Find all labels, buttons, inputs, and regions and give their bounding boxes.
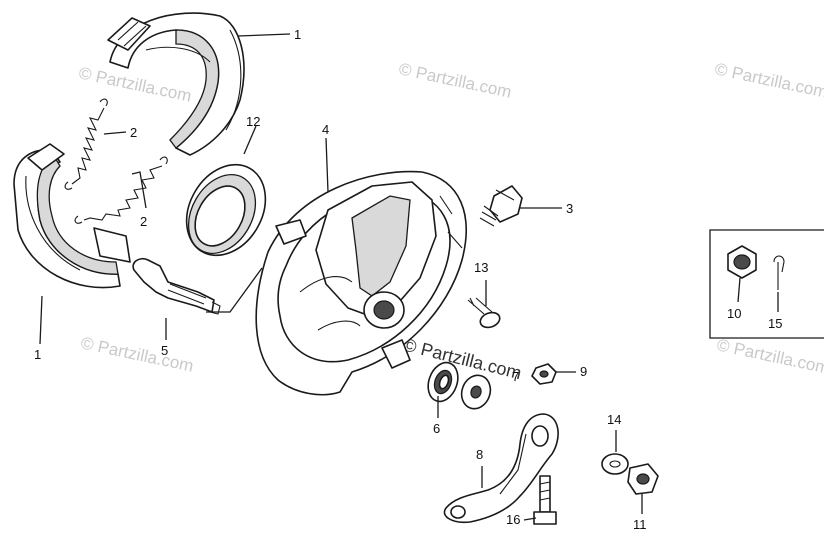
nut-11 [627,463,659,495]
brake-shoe-left [13,143,131,289]
watermark-top-right: © Partzilla.com [713,59,824,101]
brake-arm [443,413,559,524]
watermark-bottom-left: © Partzilla.com [79,333,195,375]
callout-panel: 4 [322,122,329,137]
washer-7 [460,374,492,410]
brake-cam [132,257,263,315]
bolt-3 [479,185,523,227]
nut-9 [531,363,557,385]
callout-spring-mid: 2 [140,214,147,229]
brake-panel [255,170,467,396]
screw-13 [467,297,501,329]
seal-12 [185,163,267,257]
callout-arm: 8 [476,447,483,462]
watermark-top-center: © Partzilla.com [397,59,513,101]
seal-6 [427,361,459,403]
brake-shoe-top [107,12,245,156]
callout-bolt-3: 3 [566,201,573,216]
spring-top [64,98,108,190]
bolt-16 [533,475,557,525]
callout-nut-9: 9 [580,364,587,379]
callout-screw-13: 13 [474,260,488,275]
callout-cam: 5 [161,343,168,358]
callout-nut-11: 11 [633,517,647,532]
washer-14 [601,453,629,475]
callout-washer-7: 7 [512,369,519,384]
inset-nut-10 [727,245,757,279]
watermark-center: © Partzilla.com [401,334,524,383]
callout-seal-6: 6 [433,421,440,436]
leader-lines [39,33,779,521]
callout-labels: 1 2 2 12 4 3 13 5 1 6 7 9 8 14 11 16 10 … [34,27,782,532]
callout-inset-nut: 10 [727,306,741,321]
callout-inset-pin: 15 [768,316,782,331]
callout-seal-12: 12 [246,114,260,129]
callout-washer-14: 14 [607,412,621,427]
callout-spring-top: 2 [130,125,137,140]
callout-bolt-16: 16 [506,512,520,527]
inset-pin-15 [773,255,785,290]
callout-shoe-top: 1 [294,27,301,42]
watermark-bottom-right: © Partzilla.com [715,335,824,377]
callout-shoe-left: 1 [34,347,41,362]
spring-mid [74,156,168,224]
inset-box [709,229,824,339]
watermark-top-left: © Partzilla.com [77,63,193,105]
